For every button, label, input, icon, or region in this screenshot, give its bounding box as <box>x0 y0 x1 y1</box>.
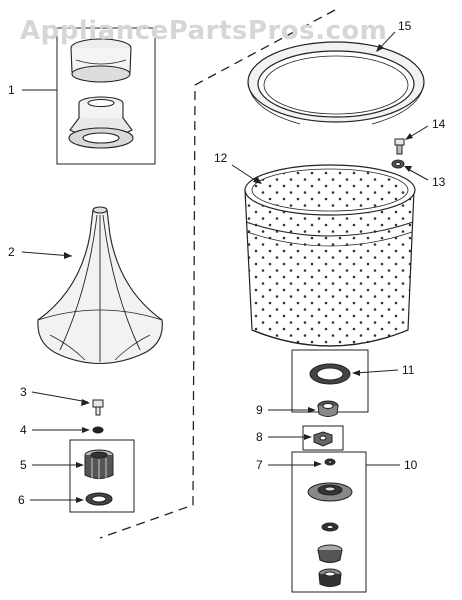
callout-10: 10 <box>404 458 418 472</box>
callout-1: 1 <box>8 83 15 97</box>
leader-2 <box>21 251 73 257</box>
part-11-group <box>291 349 369 413</box>
callout-2: 2 <box>8 245 15 259</box>
part-5-6-box <box>69 439 135 513</box>
callout-9: 9 <box>256 403 263 417</box>
part-7-washer <box>324 458 336 466</box>
part-15-tub-ring <box>247 41 425 125</box>
part-9-bushing <box>317 400 339 417</box>
callout-7: 7 <box>256 458 263 472</box>
callout-11: 11 <box>402 363 415 377</box>
callout-12: 12 <box>214 151 228 165</box>
leader-11 <box>355 369 399 374</box>
leader-3 <box>31 391 89 403</box>
callout-5: 5 <box>20 458 27 472</box>
callout-6: 6 <box>18 493 25 507</box>
part-12-basket <box>244 164 416 347</box>
part-14-screw <box>394 138 405 155</box>
callout-13: 13 <box>432 175 446 189</box>
part-6-seal <box>85 492 113 506</box>
watermark-text: AppliancePartsPros.com <box>20 16 388 46</box>
part-5-coupling <box>84 449 114 480</box>
part-13-washer <box>391 159 405 169</box>
part-8-nut <box>313 431 333 447</box>
part-3-bolt <box>92 399 104 416</box>
part-1-cap-assembly <box>56 27 156 165</box>
dashed-boundary <box>99 9 336 539</box>
callout-4: 4 <box>20 423 27 437</box>
callout-8: 8 <box>256 430 263 444</box>
part-10-seal-assembly <box>307 482 353 587</box>
callout-14: 14 <box>432 117 446 131</box>
callout-15: 15 <box>398 19 412 33</box>
leader-12 <box>231 164 259 183</box>
part-4-washer <box>92 426 104 434</box>
part-10-box <box>291 451 367 593</box>
part-2-agitator <box>37 206 163 365</box>
part-8-box <box>302 425 344 451</box>
callout-3: 3 <box>20 385 27 399</box>
